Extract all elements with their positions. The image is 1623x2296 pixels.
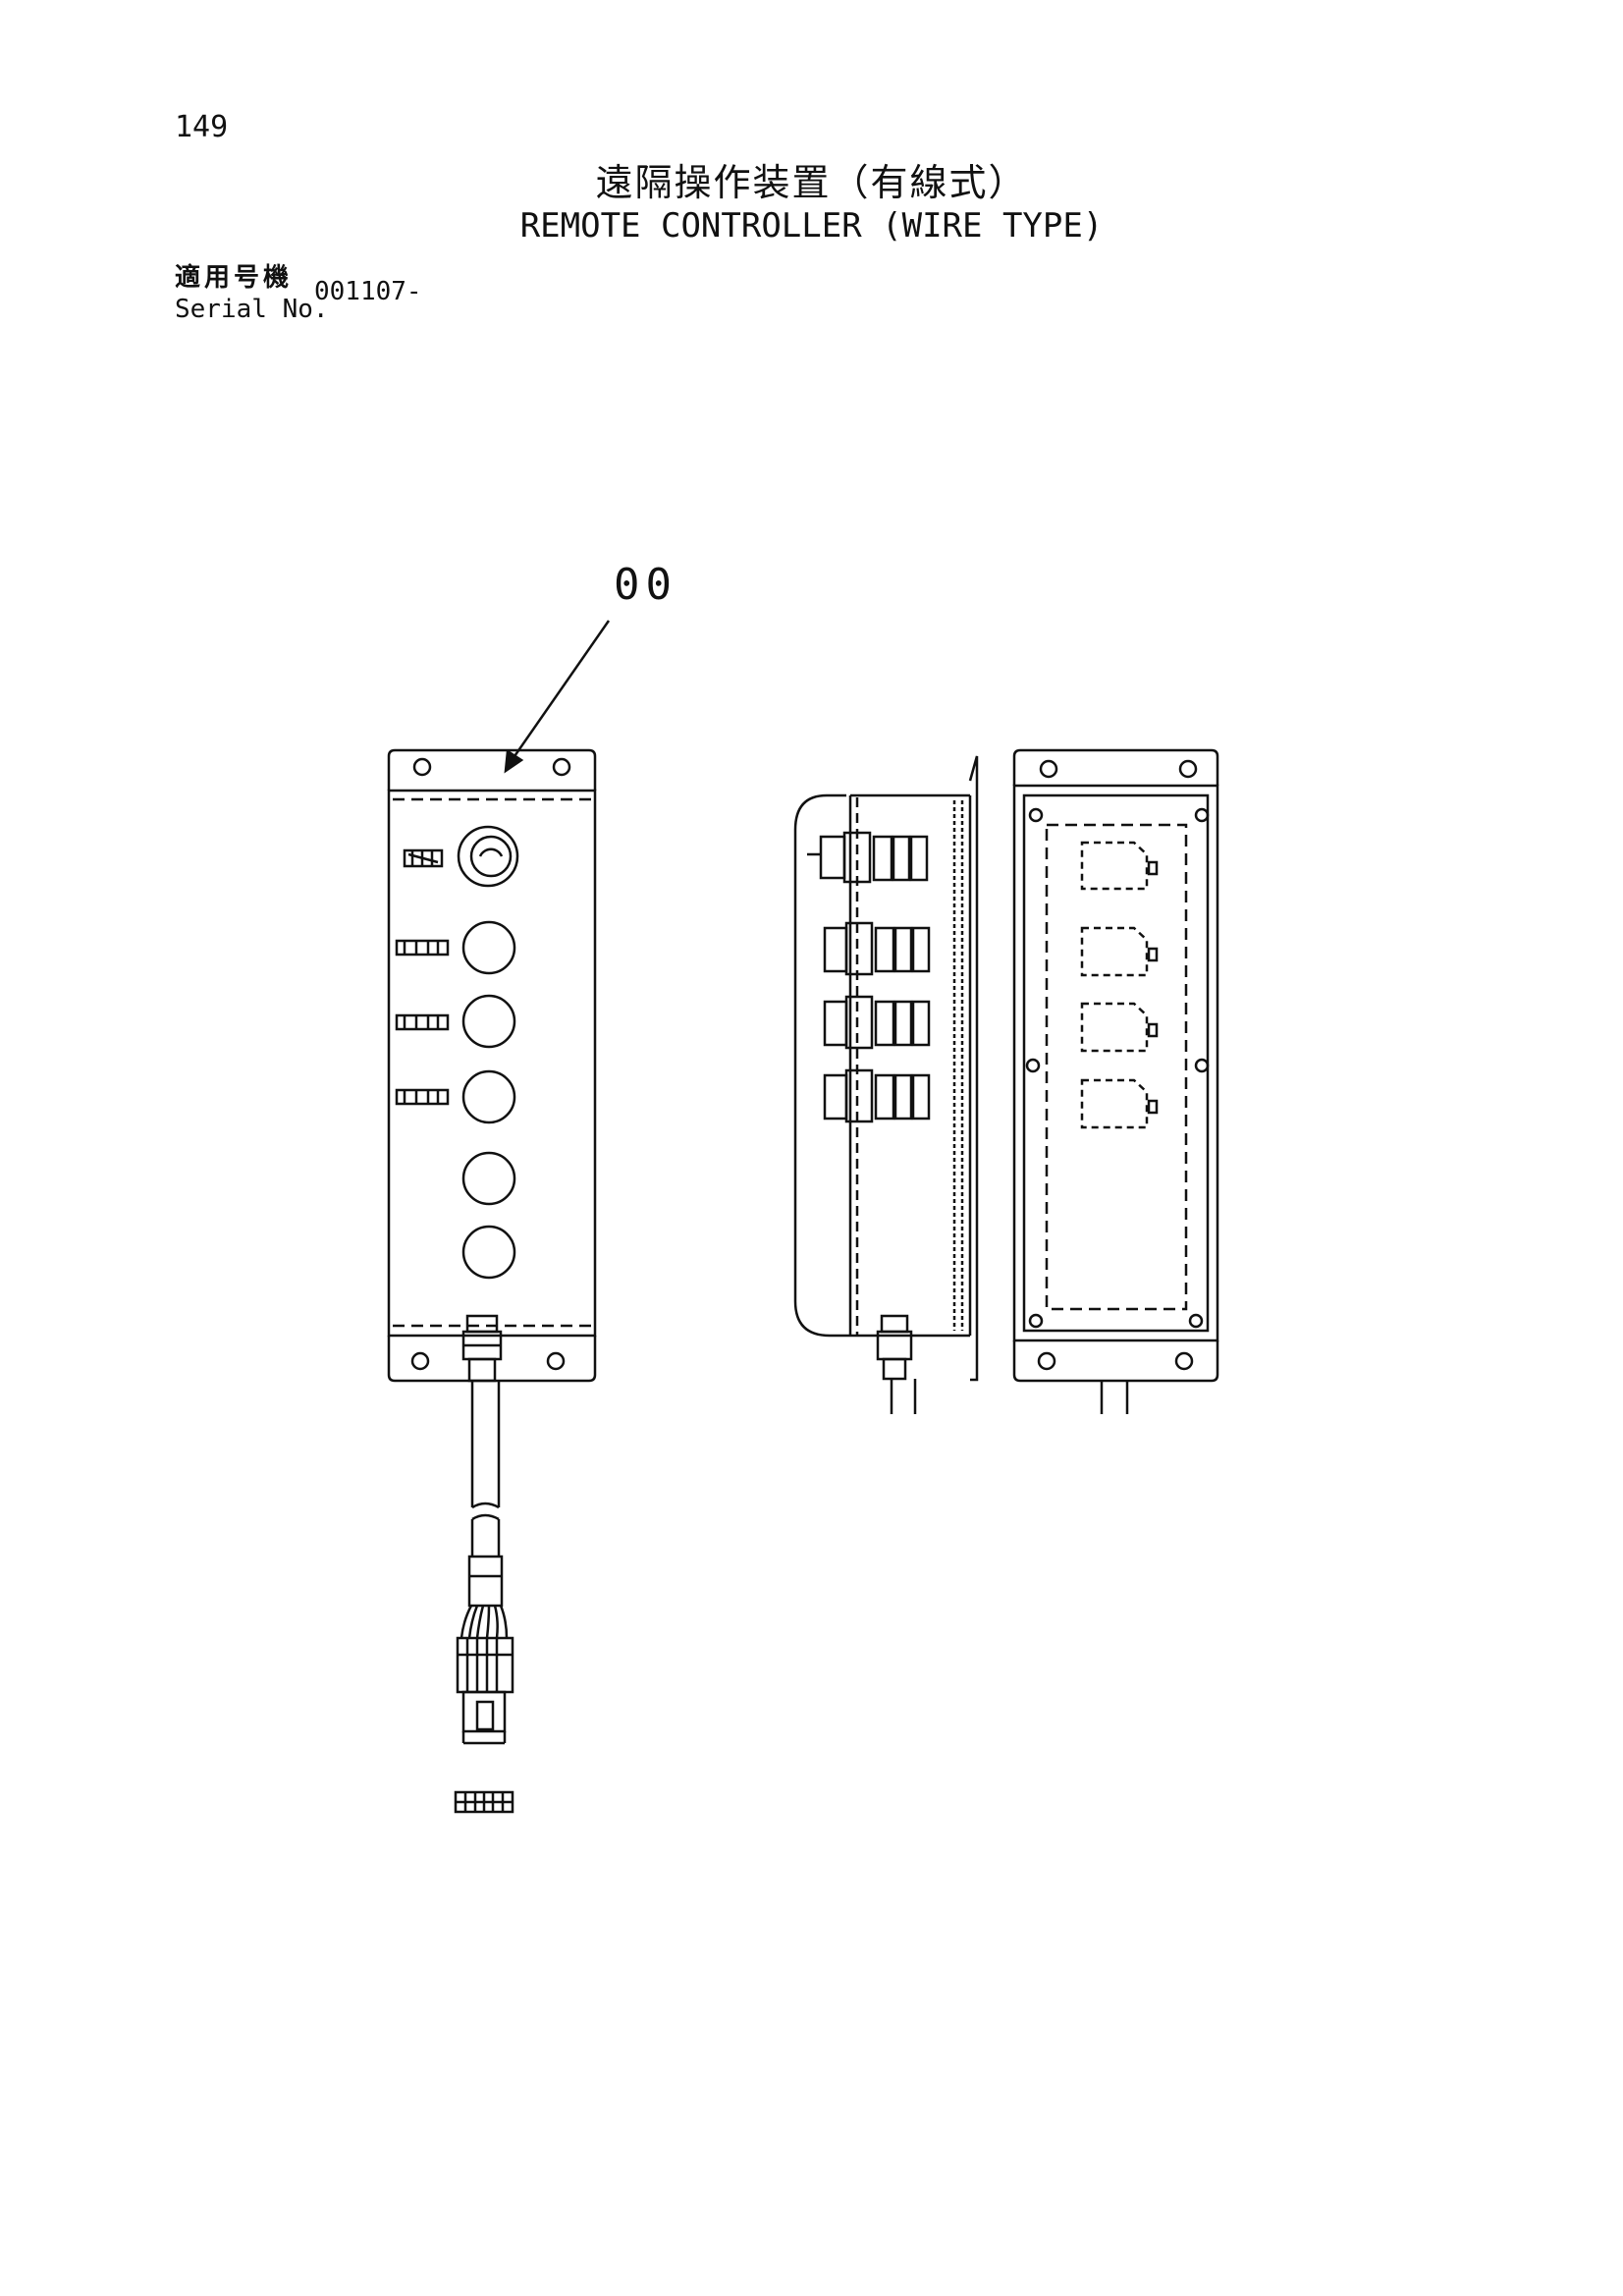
page-number: 149 [175,110,229,144]
mounting-hole [1174,1351,1194,1371]
nameplate [395,939,450,957]
cable-connector [456,1636,514,1694]
callout-label: 00 [614,560,677,610]
push-button [461,1151,516,1206]
nameplate [395,1013,450,1031]
serial-number-value: 001107- [314,277,422,306]
screw [1028,807,1044,823]
push-button [461,994,516,1049]
mounting-hole [412,757,432,777]
screw [1028,1313,1044,1329]
title-japanese: 遠隔操作装置（有線式） [595,161,1028,204]
mounting-hole [546,1351,566,1371]
title-english: REMOTE CONTROLLER (WIRE TYPE) [519,206,1104,246]
mounting-hole [1037,1351,1056,1371]
front-view [387,748,597,1814]
serial-label-english: Serial No. [175,295,329,324]
screw [1025,1058,1041,1073]
mounting-hole [1178,759,1198,779]
rear-view [1012,748,1219,1414]
screw [1194,1058,1210,1073]
push-button [461,1225,516,1280]
screw [1194,807,1210,823]
mounting-hole [1039,759,1058,779]
side-view [793,755,979,1414]
nameplate [395,1088,450,1106]
push-button [461,1069,516,1124]
screw [1188,1313,1204,1329]
mounting-hole [410,1351,430,1371]
push-button [461,920,516,975]
serial-label-japanese: 適用号機 [175,263,294,293]
callout-arrow [504,620,611,774]
mounting-hole [552,757,571,777]
key-switch [457,825,519,888]
